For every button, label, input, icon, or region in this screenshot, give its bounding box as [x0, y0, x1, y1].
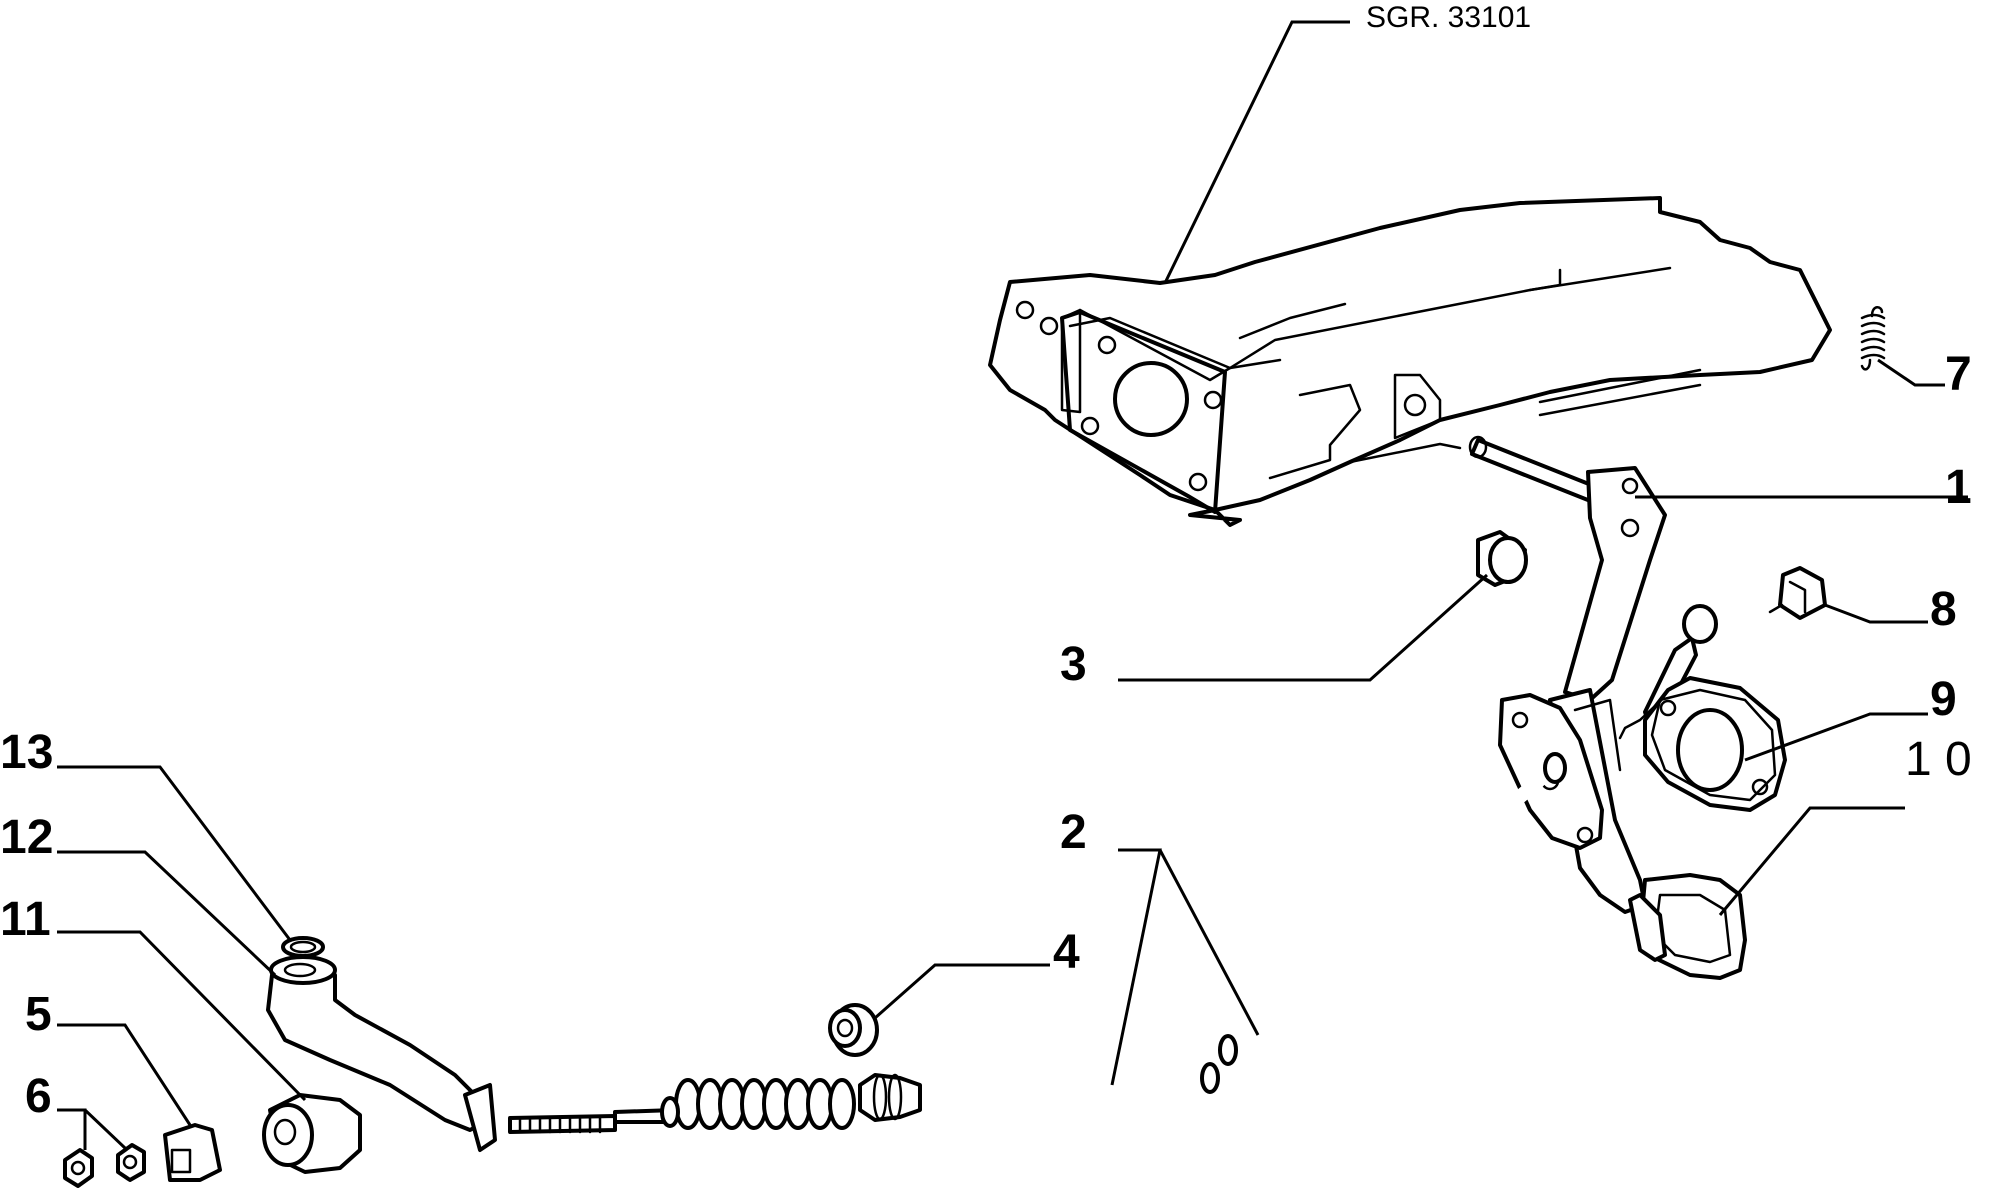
- part-9-gasket: [1643, 676, 1928, 812]
- part-11-rubber-bushing: [57, 930, 362, 1174]
- label-8: 8: [1930, 583, 1957, 636]
- part-7-spring: [1860, 306, 1945, 387]
- part-2-clutch-cable: [508, 752, 1567, 1134]
- label-4: 4: [1053, 926, 1080, 979]
- part-3-bushing: [1118, 530, 1528, 682]
- label-13: 13: [0, 726, 53, 779]
- label-11: 11: [0, 893, 51, 946]
- part-12-release-lever: [57, 850, 497, 1152]
- reference-leader: [1163, 20, 1350, 284]
- part-6-nuts: [57, 1108, 146, 1188]
- label-3: 3: [1060, 638, 1087, 691]
- cable-bellows: [674, 1078, 856, 1130]
- part-10-pedal-pad: [1628, 806, 1905, 980]
- part-5-bracket-clip: [57, 1023, 222, 1182]
- label-9: 9: [1930, 673, 1957, 726]
- label-2: 2: [1060, 806, 1087, 859]
- label-12: 12: [0, 811, 53, 864]
- label-1: 1: [1945, 461, 1972, 514]
- label-10: 1 0: [1905, 733, 1972, 786]
- part-13-circlip: [57, 765, 325, 958]
- label-5: 5: [25, 988, 52, 1041]
- part-4-grommet: [828, 963, 1050, 1057]
- reference-code: SGR. 33101: [1366, 1, 1531, 34]
- label-7: 7: [1945, 348, 1972, 401]
- label-6: 6: [25, 1070, 52, 1123]
- part-8-clip: [1768, 566, 1928, 624]
- pedal-bracket: [988, 196, 1832, 527]
